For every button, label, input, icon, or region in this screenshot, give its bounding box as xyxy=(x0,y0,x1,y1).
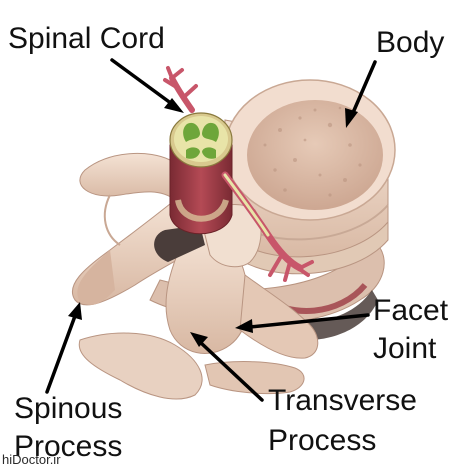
label-spinous-line1: Spinous xyxy=(14,392,123,425)
pointer-arrows xyxy=(45,58,377,402)
arrow-body xyxy=(345,60,377,128)
arrow-spinal-cord xyxy=(110,58,184,113)
arrow-transverse-process xyxy=(190,332,264,402)
label-transverse-line2: Process xyxy=(268,424,377,457)
label-facet-line2: Joint xyxy=(373,332,437,365)
arrow-facet-joint xyxy=(235,313,370,333)
label-spinous-line2: Process xyxy=(14,430,123,463)
watermark-text: hiDoctor.ir xyxy=(2,452,61,467)
arrow-spinous-process xyxy=(45,302,82,394)
spinal-cord-structure xyxy=(154,66,314,282)
label-body: Body xyxy=(376,26,445,59)
label-spinal-cord: Spinal Cord xyxy=(8,22,165,55)
label-transverse-line1: Transverse xyxy=(268,384,417,417)
label-facet-line1: Facet xyxy=(373,294,449,327)
